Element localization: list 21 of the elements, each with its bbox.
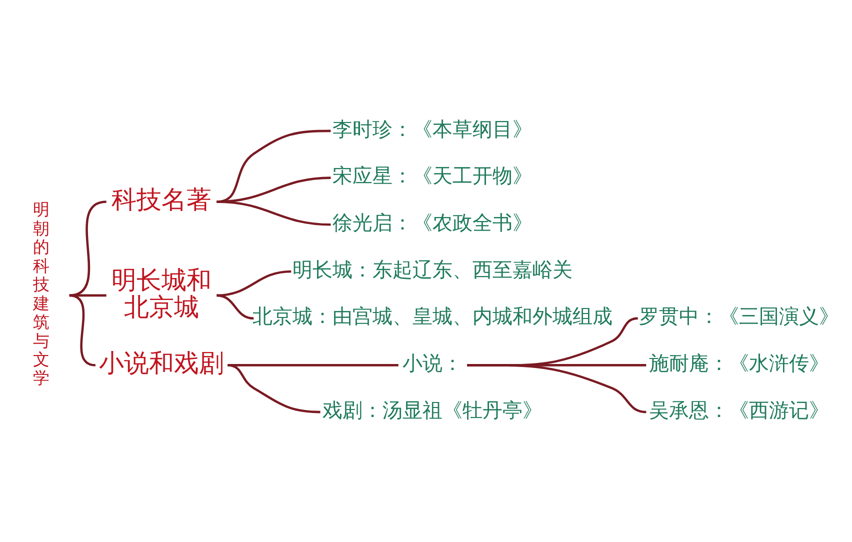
node-text: 宋应星：《天工开物》 <box>332 164 532 188</box>
node-text: 科技名著 <box>111 184 212 214</box>
node-text: 戏剧：汤显祖《牡丹亭》 <box>322 398 542 422</box>
node-text: 罗贯中：《三国演义》 <box>638 304 838 328</box>
node-text: 小说和戏剧 <box>98 348 224 378</box>
node-text: 施耐庵：《水浒传》 <box>648 352 828 375</box>
node-text: 李时珍：《本草纲目》 <box>332 117 532 140</box>
node-text: 小说： <box>402 352 462 375</box>
node-text: 明长城：东起辽东、西至嘉峪关 <box>292 258 572 281</box>
node-text: 徐光启：《农政全书》 <box>332 211 532 234</box>
connector <box>216 270 291 296</box>
connector <box>68 294 96 366</box>
connector <box>216 294 254 319</box>
connector <box>216 200 330 226</box>
connector <box>68 200 106 296</box>
connector <box>227 364 320 413</box>
node-text: 明朝的科技建筑与文学 <box>32 200 50 388</box>
connector <box>466 364 646 413</box>
node-text: 北京城：由宫城、皇城、内城和外城组成 <box>252 304 612 328</box>
node-text: 明长城和北京城 <box>111 264 212 321</box>
node-text: 吴承恩：《西游记》 <box>648 398 828 422</box>
